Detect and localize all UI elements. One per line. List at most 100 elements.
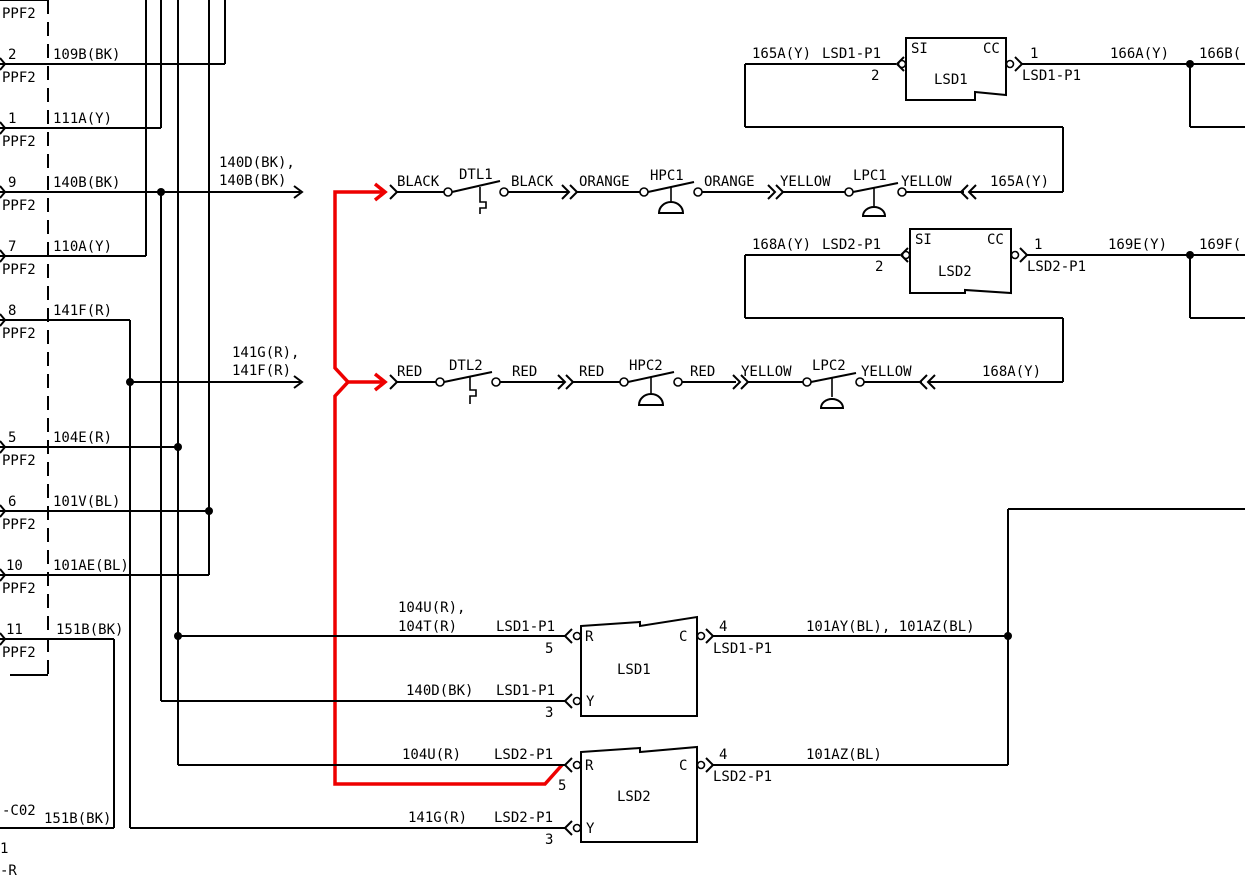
wire-label: 111A(Y) xyxy=(53,111,112,127)
wire-color-label: RED xyxy=(579,364,604,380)
wire-color-label: BLACK xyxy=(511,174,554,190)
dtl1-switch: DTL1 xyxy=(443,167,509,214)
wire-label: 109B(BK) xyxy=(53,47,120,63)
bundle-label: 104T(R) xyxy=(398,619,457,635)
pin-number: 7 xyxy=(8,239,16,255)
pin-number: 9 xyxy=(8,175,16,191)
connector-ref: LSD2-P1 xyxy=(1027,259,1086,275)
pin-number: 6 xyxy=(8,494,16,510)
wire-color-label: ORANGE xyxy=(704,174,755,190)
wire-label: 166B( xyxy=(1199,46,1241,62)
wire-label: 101AY(BL), 101AZ(BL) xyxy=(806,619,975,635)
hpc2-label: HPC2 xyxy=(629,358,663,374)
lpc1-label: LPC1 xyxy=(853,168,887,184)
wire-color-label: YELLOW xyxy=(780,174,831,190)
y-terminal: Y xyxy=(586,821,595,837)
wire-label: 101AZ(BL) xyxy=(806,747,882,763)
wire-label: 141G(R) xyxy=(408,810,467,826)
r-terminal: R xyxy=(585,629,594,645)
connector-ref: LSD1-P1 xyxy=(1022,68,1081,84)
wire-color-label: RED xyxy=(512,364,537,380)
pin-number: 1 xyxy=(1034,237,1042,253)
highlight-path xyxy=(333,182,564,786)
fragment-label: 1 xyxy=(0,841,8,857)
hpc1-switch: HPC1 xyxy=(639,168,703,214)
wire-label: 168A(Y) xyxy=(752,237,811,253)
si-terminal: SI xyxy=(915,232,932,248)
connector-label: PPF2 xyxy=(2,134,36,150)
left-wires xyxy=(0,0,304,829)
connector-ref: LSD2-P1 xyxy=(713,769,772,785)
connector-ref: LSD1-P1 xyxy=(713,641,772,657)
bundle-label: 140D(BK), xyxy=(219,155,295,171)
pin-number: 2 xyxy=(8,47,16,63)
wire-label: 165A(Y) xyxy=(752,46,811,62)
connector-label: PPF2 xyxy=(2,581,36,597)
module-name: LSD2 xyxy=(938,264,972,280)
connector-label: PPF2 xyxy=(2,262,36,278)
connector-ref: LSD1-P1 xyxy=(496,683,555,699)
connector-ref: LSD2-P1 xyxy=(494,810,553,826)
lpc2-label: LPC2 xyxy=(812,358,846,374)
connector-label: PPF2 xyxy=(2,326,36,342)
pin-number: 8 xyxy=(8,303,16,319)
wire-label: 151B(BK) xyxy=(56,622,123,638)
wire-color-label: RED xyxy=(690,364,715,380)
connector-label: PPF2 xyxy=(2,198,36,214)
pin-number: 2 xyxy=(871,68,879,84)
fragment-label: -R xyxy=(0,863,17,875)
wire-label: 151B(BK) xyxy=(44,811,111,827)
bundle-label: 140B(BK) xyxy=(219,173,286,189)
connector-ppf2: PPF2 PPF2 PPF2 PPF2 PPF2 PPF2 PPF2 PPF2 … xyxy=(0,0,49,676)
pin-number: 4 xyxy=(719,619,727,635)
pin-number: 1 xyxy=(1030,46,1038,62)
hpc2-switch: HPC2 xyxy=(619,358,683,406)
connector-rows xyxy=(0,0,48,640)
bundle-label: 141F(R) xyxy=(232,363,291,379)
dtl2-switch: DTL2 xyxy=(435,358,501,404)
connector-wire-labels: 109B(BK) 111A(Y) 140B(BK) 110A(Y) 141F(R… xyxy=(53,47,129,638)
wire-label: 168A(Y) xyxy=(982,364,1041,380)
module-name: LSD1 xyxy=(617,662,651,678)
lpc1-switch: LPC1 xyxy=(844,168,907,217)
wire-color-label: YELLOW xyxy=(861,364,912,380)
cc-terminal: CC xyxy=(987,232,1004,248)
wire-label: 101AE(BL) xyxy=(53,558,129,574)
module-name: LSD1 xyxy=(934,72,968,88)
wire-label: 104U(R) xyxy=(402,747,461,763)
wire-label: 165A(Y) xyxy=(990,174,1049,190)
cc-terminal: CC xyxy=(983,41,1000,57)
connector-ref: LSD1-P1 xyxy=(496,619,555,635)
pin-number: 3 xyxy=(545,832,553,848)
pin-number: 3 xyxy=(545,705,553,721)
bundle-label: 141G(R), xyxy=(232,345,299,361)
connector-ref: LSD2-P1 xyxy=(822,237,881,253)
wire-label: 140D(BK) xyxy=(406,683,473,699)
connector-ref: LSD2-P1 xyxy=(494,747,553,763)
wire-color-label: YELLOW xyxy=(741,364,792,380)
y-terminal: Y xyxy=(586,694,595,710)
pin-number: 11 xyxy=(6,622,23,638)
wire-label: 169F( xyxy=(1199,237,1241,253)
c-terminal: C xyxy=(679,758,687,774)
wire-color-label: RED xyxy=(397,364,422,380)
wire-label: 101V(BL) xyxy=(53,494,120,510)
circuit-2: RED DTL2 RED RED HPC2 RED YELLOW xyxy=(389,358,1063,409)
co2-label: -C02 xyxy=(2,803,36,819)
wire-label: 169E(Y) xyxy=(1108,237,1167,253)
connector-ref: LSD1-P1 xyxy=(822,46,881,62)
circuit-1: BLACK DTL1 BLACK ORANGE HPC1 ORANGE YEL xyxy=(389,64,1064,217)
connector-label: PPF2 xyxy=(2,70,36,86)
dtl1-label: DTL1 xyxy=(459,167,493,183)
pin-number: 5 xyxy=(558,778,566,794)
pin-number: 5 xyxy=(8,430,16,446)
pin-number: 1 xyxy=(8,111,16,127)
wire-color-label: ORANGE xyxy=(579,174,630,190)
connector-label: PPF2 xyxy=(2,517,36,533)
lsd1-top-module: 165A(Y) LSD1-P1 2 SI CC LSD1 1 LSD1-P1 1… xyxy=(745,37,1245,128)
pin-number: 2 xyxy=(875,259,883,275)
wire-color-label: YELLOW xyxy=(901,174,952,190)
bundle-label: 104U(R), xyxy=(398,600,465,616)
wire-label: 104E(R) xyxy=(53,430,112,446)
